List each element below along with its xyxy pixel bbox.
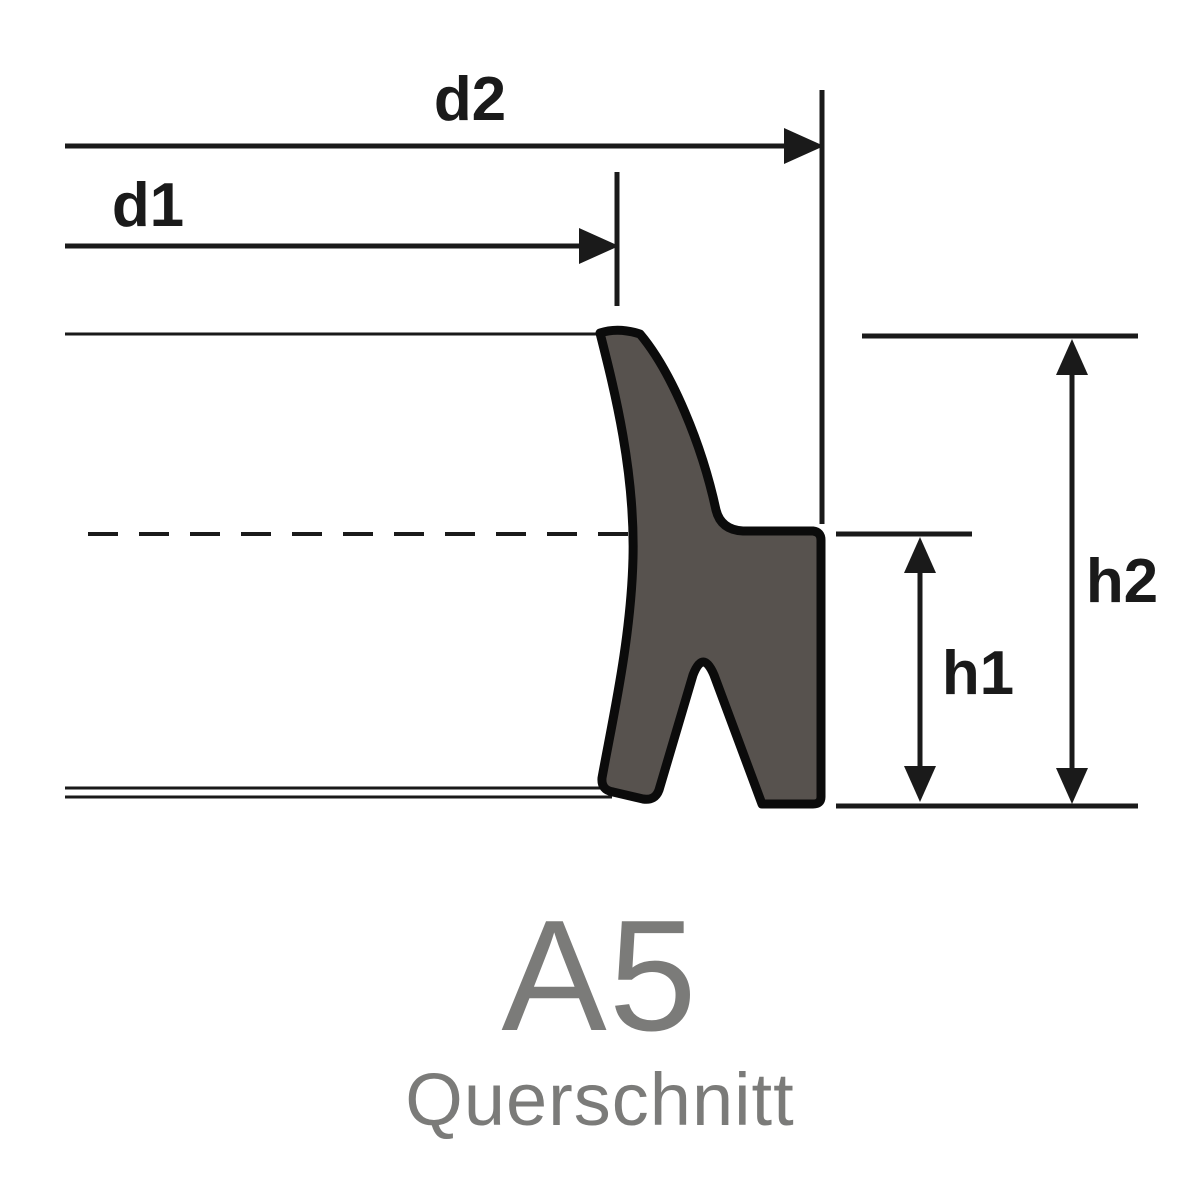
dimension-d2: d2 <box>65 65 825 524</box>
h1-label: h1 <box>942 639 1014 708</box>
profile-subtitle: Querschnitt <box>405 1058 794 1141</box>
d1-label: d1 <box>112 171 184 240</box>
d2-label: d2 <box>434 65 506 134</box>
h2-arrowhead-up-icon <box>1056 339 1088 375</box>
h2-arrowhead-down-icon <box>1056 768 1088 804</box>
seal-profile-shape <box>595 325 826 809</box>
d1-arrowhead-icon <box>579 228 619 264</box>
dimension-d1: d1 <box>65 171 620 306</box>
h2-label: h2 <box>1086 547 1158 616</box>
h1-arrowhead-down-icon <box>904 766 936 802</box>
dimension-h1: h1 <box>836 531 1014 802</box>
profile-title: A5 <box>501 888 698 1064</box>
dimension-h2: h2 <box>836 333 1158 809</box>
d2-arrowhead-icon <box>784 128 824 164</box>
h1-arrowhead-up-icon <box>904 537 936 573</box>
